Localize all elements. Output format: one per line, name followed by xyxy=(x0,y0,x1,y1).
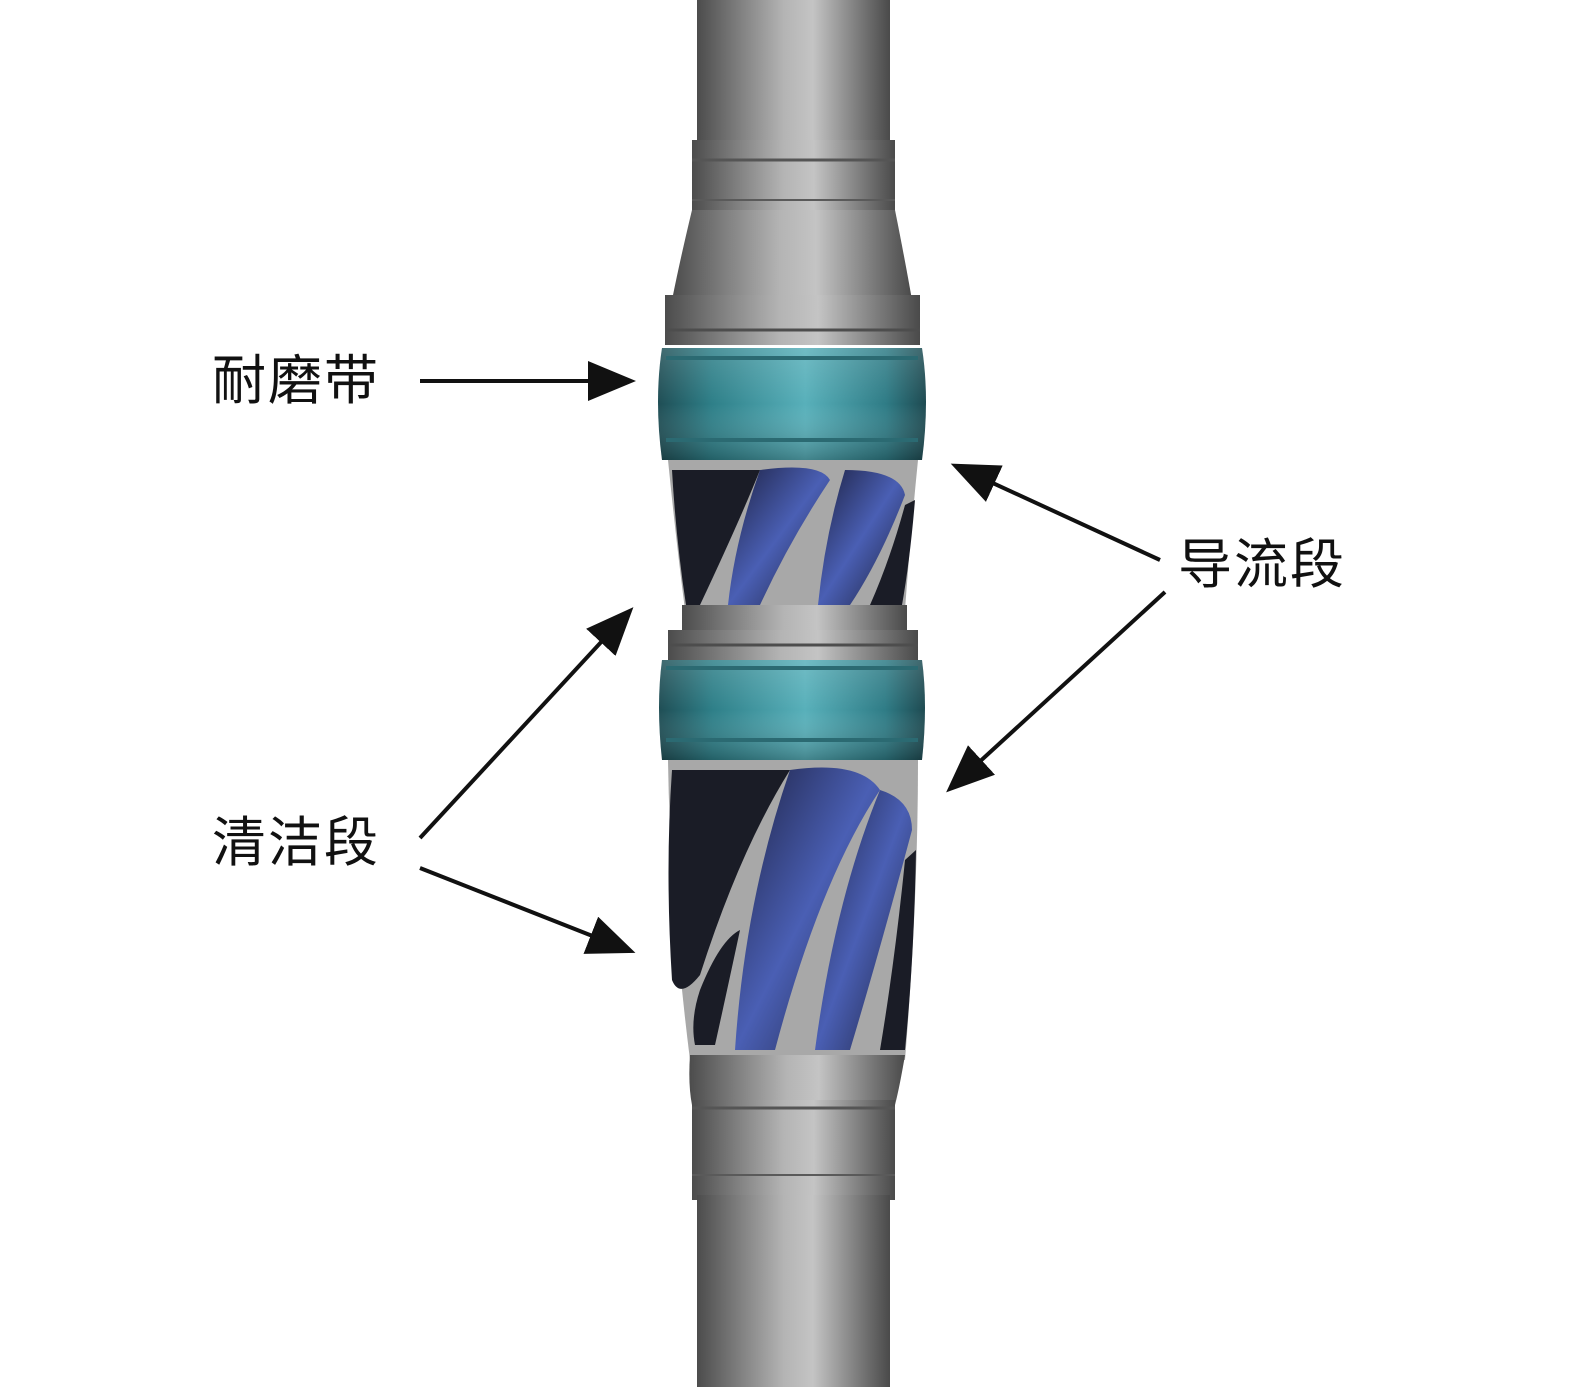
flow-section-label: 导流段 xyxy=(1178,533,1346,596)
arrow-flow-upper xyxy=(950,463,1161,562)
upper-shaft xyxy=(697,0,890,145)
arrow-clean-upper xyxy=(418,607,634,840)
cleaning-section-label: 清洁段 xyxy=(212,811,380,874)
lower-taper xyxy=(689,1055,905,1105)
arrow-flow-lower xyxy=(946,590,1167,793)
upper-collar xyxy=(692,140,895,212)
arrow-clean-lower xyxy=(419,866,636,954)
wear-band-label: 耐磨带 xyxy=(212,349,380,412)
lower-shaft xyxy=(697,1195,890,1387)
upper-taper xyxy=(672,210,912,300)
lower-collar xyxy=(692,1100,895,1200)
